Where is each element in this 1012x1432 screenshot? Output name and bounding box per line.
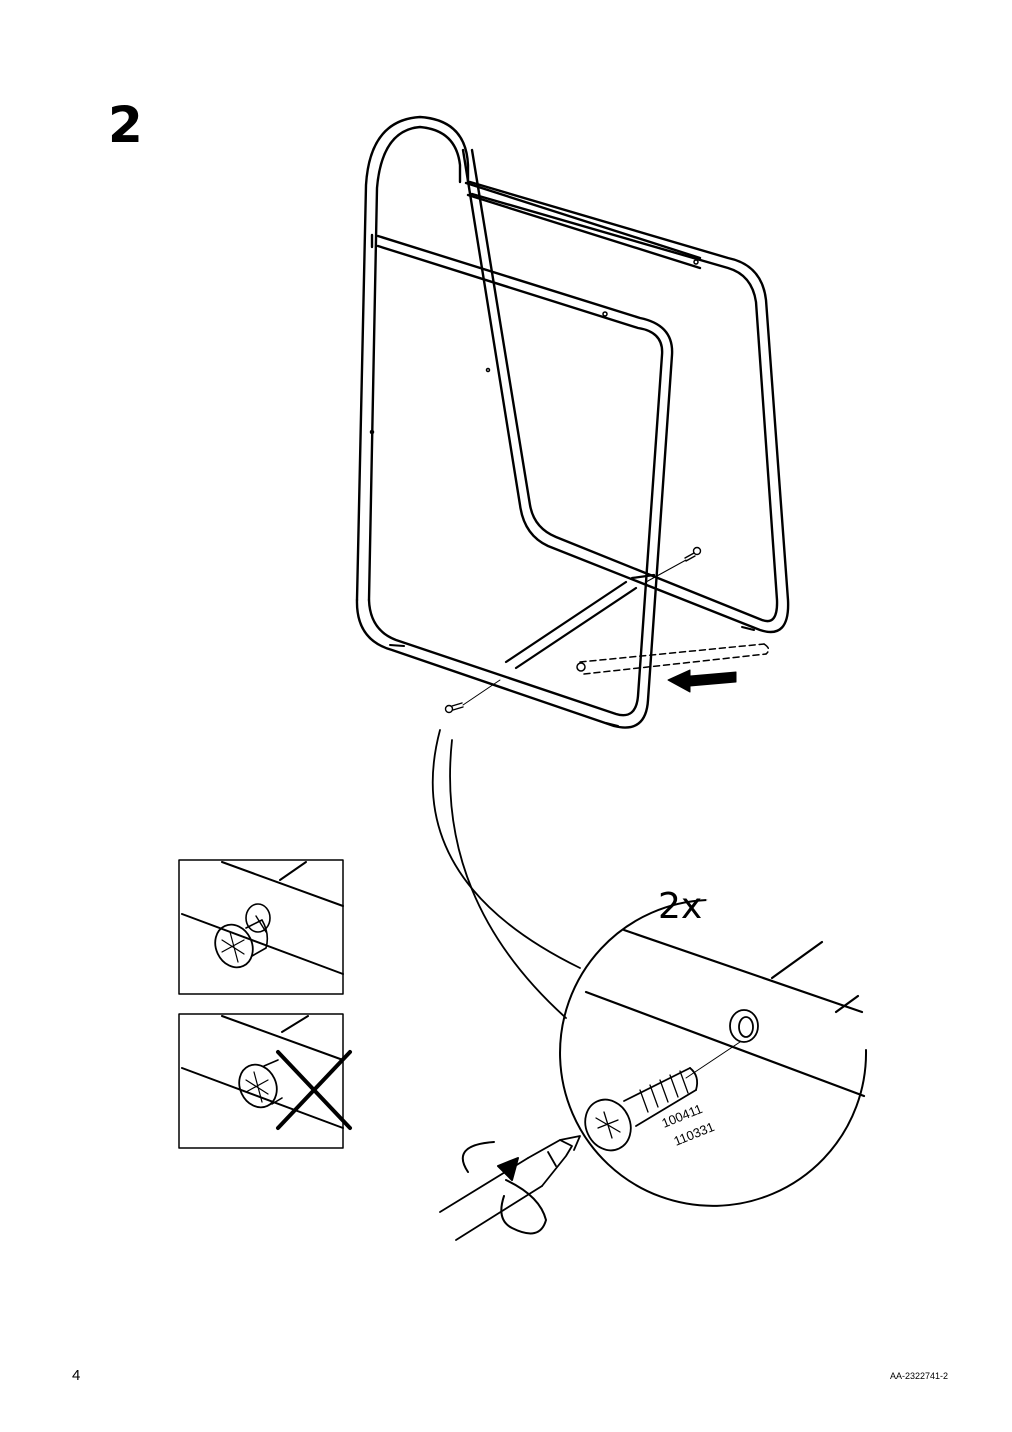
screw-flush-icon xyxy=(178,859,344,995)
frame-front-loop xyxy=(355,115,674,729)
detail-hole xyxy=(685,1009,759,1079)
screw-left-small xyxy=(444,679,501,714)
screw-not-flush-icon xyxy=(178,1013,352,1149)
arrow-icon xyxy=(667,669,737,693)
callout-swoop xyxy=(431,729,581,1019)
frame-feet xyxy=(389,626,755,727)
top-crossbar xyxy=(370,181,702,270)
detail-bars xyxy=(584,928,866,1098)
frame-holes xyxy=(369,259,699,435)
hidden-bar-dashed xyxy=(579,643,770,675)
rotate-clockwise-icon xyxy=(461,1141,547,1235)
bottom-crossbars xyxy=(504,573,656,670)
detail-screw xyxy=(584,1067,699,1152)
detail-circle xyxy=(559,899,868,1207)
screwdriver xyxy=(439,1135,581,1241)
document-code: AA-2322741-2 xyxy=(889,1371,948,1381)
screw-right-small xyxy=(645,546,702,583)
page-number: 4 xyxy=(72,1367,81,1384)
quantity-label: 2x xyxy=(658,886,702,927)
frame-back-loop xyxy=(461,148,790,634)
step-number: 2 xyxy=(108,96,143,154)
hidden-screw-hole xyxy=(576,662,586,672)
